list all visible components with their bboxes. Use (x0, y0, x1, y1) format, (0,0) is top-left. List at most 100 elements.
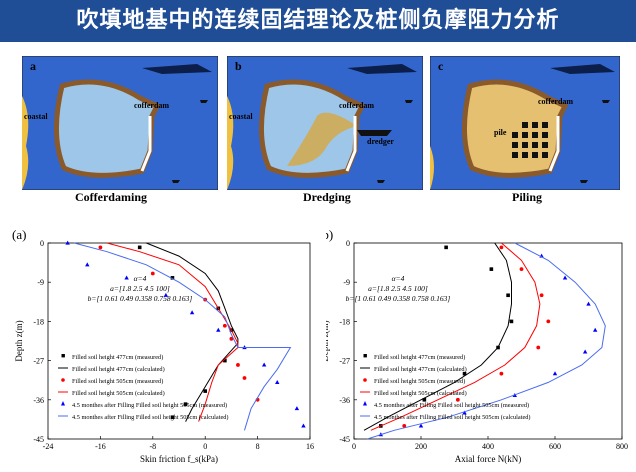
data-point-triangle (418, 423, 424, 428)
legend-entry: Filled soil height 505cm (measured) (374, 378, 465, 385)
cofferdam-shape (54, 79, 161, 178)
x-tick-label: -8 (149, 442, 156, 451)
data-point-triangle (216, 327, 221, 332)
data-point-triangle (85, 262, 90, 267)
y-tick-label: -45 (339, 435, 350, 444)
panel-letter-b: b (235, 59, 242, 73)
data-point-circle (499, 371, 504, 376)
pile-marker (532, 122, 538, 128)
y-tick-label: -27 (33, 357, 44, 366)
panel-letter-c: c (438, 59, 444, 73)
pile-marker (522, 132, 528, 138)
series-line-5 (367, 242, 606, 440)
label-cofferdam-b: cofferdam (339, 101, 374, 110)
data-point-circle (536, 345, 541, 350)
legend-entry: Filled soil height 505cm (measured) (72, 378, 163, 385)
data-point-square (137, 245, 142, 250)
data-point-triangle (275, 379, 280, 384)
data-point-circle (499, 245, 504, 250)
data-point-circle (539, 293, 544, 298)
data-point-triangle (294, 406, 300, 411)
label-pile: pile (494, 128, 507, 137)
pile-marker (512, 142, 518, 148)
y-tick-label: -36 (339, 396, 350, 405)
model-parameter-annotation: a=[1.8 2.5 4.5 100] (110, 284, 170, 293)
data-point-circle (242, 376, 247, 380)
legend-entry: 4.5 monthes after Filling Filled soil he… (374, 414, 531, 421)
pile-marker (512, 152, 518, 158)
data-point-triangle (586, 301, 591, 306)
y-tick-label: -9 (37, 278, 44, 287)
pile-marker (532, 152, 538, 158)
data-point-circle (150, 271, 155, 276)
legend-triangle-swatch (363, 401, 367, 406)
schematic-panel-a: a coastal cofferdam (22, 56, 218, 190)
data-point-square (489, 267, 494, 271)
caption-cofferdaming: Cofferdaming (75, 190, 147, 204)
coastline-shape (22, 96, 29, 190)
caption-piling: Piling (512, 190, 543, 204)
page-title: 吹填地基中的连续固结理论及桩侧负摩阻力分析 (76, 8, 560, 33)
pile-grid (512, 122, 548, 158)
x-tick-label: 800 (616, 442, 628, 451)
data-point-square (422, 398, 427, 402)
data-point-circle (546, 319, 551, 324)
model-parameter-annotation: α=4 (134, 274, 147, 283)
pile-marker (522, 142, 528, 148)
y-tick-label: 0 (346, 239, 350, 248)
data-point-square (223, 358, 227, 363)
data-point-triangle (462, 410, 467, 415)
data-point-circle (519, 267, 524, 272)
x-tick-label: 0 (203, 442, 207, 451)
series-line-1 (363, 242, 512, 431)
data-point-triangle (261, 362, 267, 367)
series-line-1 (146, 242, 239, 422)
label-coastal-a: coastal (24, 112, 48, 121)
label-dredger: dredger (367, 137, 394, 146)
x-tick-label: 0 (352, 442, 356, 451)
y-tick-label: 0 (40, 239, 44, 248)
y-tick-label: -18 (339, 317, 350, 326)
legend-entry: 4.5 monthes after Filling Filled soil he… (72, 402, 227, 409)
data-point-triangle (593, 327, 598, 332)
data-point-triangle (301, 423, 306, 428)
y-tick-label: -36 (33, 396, 44, 405)
legend-entry: Filled soil height 477cm (calculated) (72, 366, 165, 373)
data-point-triangle (552, 371, 558, 376)
x-tick-label: 16 (306, 442, 314, 451)
model-parameter-annotation: α=4 (392, 274, 405, 283)
plot-frame (353, 242, 623, 440)
data-point-triangle (189, 310, 195, 315)
legend-triangle-swatch (61, 401, 65, 406)
chart-panel-label: (a) (12, 227, 26, 242)
x-tick-label: -16 (95, 442, 106, 451)
data-point-triangle (163, 292, 169, 297)
plot-frame (47, 242, 311, 440)
dredger-shape (357, 130, 392, 136)
legend-square-swatch (363, 354, 367, 358)
data-point-square (170, 415, 175, 420)
label-cofferdam-a: cofferdam (134, 101, 169, 110)
legend-entry: Filled soil height 477cm (measured) (72, 354, 163, 361)
data-point-triangle (124, 275, 129, 280)
data-point-triangle (562, 275, 568, 280)
data-point-square (462, 371, 467, 376)
pile-marker (532, 132, 538, 138)
data-point-circle (236, 363, 240, 367)
data-point-triangle (65, 240, 70, 245)
data-point-circle (402, 424, 407, 428)
data-point-circle (229, 336, 234, 341)
x-tick-label: 600 (549, 442, 561, 451)
label-coastal-b: coastal (229, 112, 253, 121)
schematic-panel-b: b coastal cofferdam dredger (227, 56, 423, 190)
x-tick-label: 200 (415, 442, 427, 451)
y-tick-label: -18 (33, 317, 44, 326)
legend-entry: 4.5 monthes after Filling Filled soil he… (374, 402, 529, 409)
header-bar: 吹填地基中的连续固结理论及桩侧负摩阻力分析 (0, 0, 636, 42)
data-point-circle (98, 245, 103, 250)
pile-marker (542, 152, 548, 158)
x-tick-label: 400 (482, 442, 494, 451)
x-axis-label: Axial force N(kN) (455, 454, 521, 464)
legend-entry: Filled soil height 477cm (calculated) (374, 366, 467, 373)
